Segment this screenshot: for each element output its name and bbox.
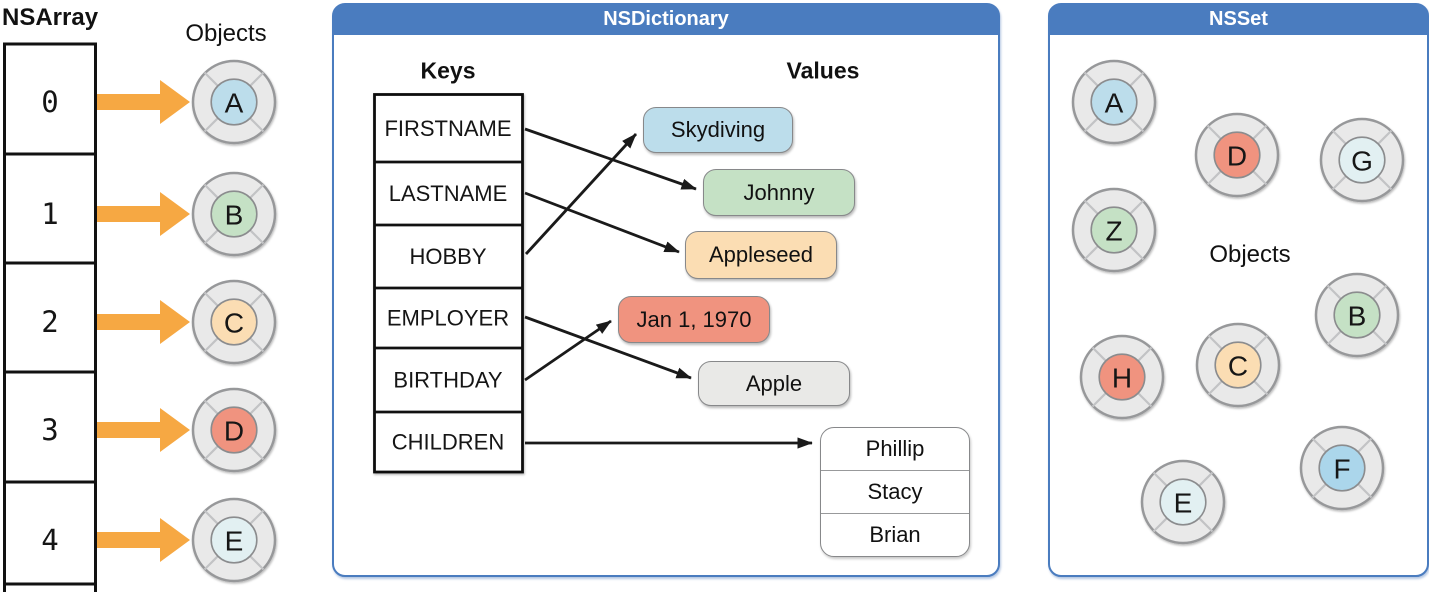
dict-value-pill: Johnny <box>703 169 855 216</box>
children-row: Phillip <box>821 428 969 471</box>
object-letter: B <box>225 200 244 231</box>
array-pointer-arrow <box>97 518 190 562</box>
object-letter: D <box>224 416 244 447</box>
array-pointer-arrow <box>97 408 190 452</box>
array-index: 4 <box>41 523 58 557</box>
nsarray-objects-label: Objects <box>185 20 267 47</box>
array-object: A <box>191 59 277 145</box>
array-pointer-arrow <box>97 192 190 236</box>
nsdictionary-title: NSDictionary <box>603 8 729 30</box>
nsdictionary-header: NSDictionary <box>333 4 999 35</box>
array-object: D <box>191 387 277 473</box>
dict-keys-label: Keys <box>420 57 476 84</box>
dict-value-pill: Jan 1, 1970 <box>618 296 770 343</box>
nsset-objects-label: Objects <box>1209 241 1291 268</box>
object-letter: E <box>225 526 244 557</box>
array-object: B <box>191 171 277 257</box>
array-index: 1 <box>41 197 58 231</box>
nsset-panel: NSSet <box>1048 3 1429 577</box>
array-index: 3 <box>41 413 58 447</box>
nsset-header: NSSet <box>1049 4 1428 35</box>
object-letter: A <box>225 88 244 119</box>
array-pointer-arrow <box>97 300 190 344</box>
nsset-title: NSSet <box>1209 8 1268 30</box>
children-row: Stacy <box>821 471 969 514</box>
dict-value-pill: Skydiving <box>643 107 793 153</box>
array-pointer-arrow <box>97 80 190 124</box>
children-row: Brian <box>869 522 921 547</box>
object-letter: C <box>224 308 244 339</box>
dict-values-label: Values <box>786 57 860 84</box>
array-index: 2 <box>41 305 58 339</box>
nsarray-index-table: 0 1 2 3 4 <box>3 42 97 597</box>
array-object: C <box>191 279 277 365</box>
nsarray-title: NSArray <box>2 4 99 31</box>
dict-value-pill: Appleseed <box>685 231 837 279</box>
array-object: E <box>191 497 277 583</box>
dict-value-pill: Apple <box>698 361 850 406</box>
array-index: 0 <box>41 85 58 119</box>
